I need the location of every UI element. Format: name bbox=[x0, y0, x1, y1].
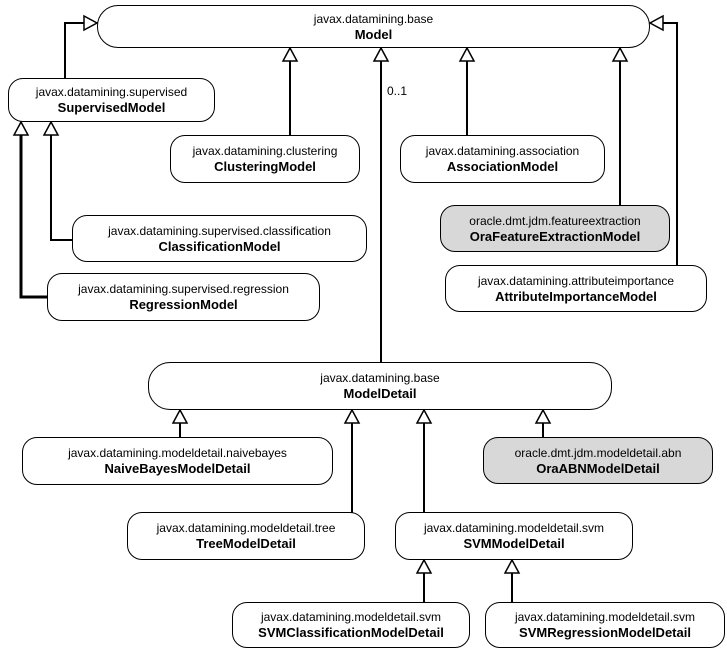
class-name-label: SVMRegressionModelDetail bbox=[519, 625, 691, 640]
class-node-orafeatureextractionmodel: oracle.dmt.jdm.featureextraction OraFeat… bbox=[440, 205, 670, 252]
package-label: javax.datamining.clustering bbox=[192, 144, 338, 158]
class-name-label: Model bbox=[354, 26, 393, 42]
edge-supervisedmodel-extends-model bbox=[64, 14, 99, 80]
class-name-label: SVMClassificationModelDetail bbox=[258, 625, 444, 640]
edge-svmmodeldetail-extends-modeldetail bbox=[415, 408, 433, 516]
class-name-label: NaiveBayesModelDetail bbox=[104, 461, 251, 476]
class-name-label: ModelDetail bbox=[343, 386, 417, 401]
class-node-classificationmodel: javax.datamining.supervised.classificati… bbox=[72, 215, 367, 262]
package-label: javax.datamining.supervised.regression bbox=[78, 282, 289, 296]
multiplicity-label: 0..1 bbox=[386, 84, 409, 98]
class-name-label: TreeModelDetail bbox=[196, 536, 296, 551]
class-node-clusteringmodel: javax.datamining.clustering ClusteringMo… bbox=[170, 135, 360, 183]
package-label: javax.datamining.base bbox=[320, 371, 440, 385]
class-name-label: RegressionModel bbox=[129, 297, 238, 312]
edge-clusteringmodel-extends-model bbox=[281, 46, 299, 140]
class-name-label: ClusteringModel bbox=[214, 159, 316, 174]
package-label: oracle.dmt.jdm.modeldetail.abn bbox=[514, 445, 682, 460]
class-node-model: javax.datamining.base Model bbox=[97, 5, 650, 48]
package-label: javax.datamining.base bbox=[313, 11, 434, 26]
class-node-attributeimportancemodel: javax.datamining.attributeimportance Att… bbox=[445, 265, 707, 312]
package-label: oracle.dmt.jdm.featureextraction bbox=[469, 213, 641, 228]
class-node-supervisedmodel: javax.datamining.supervised SupervisedMo… bbox=[8, 78, 215, 122]
class-node-regressionmodel: javax.datamining.supervised.regression R… bbox=[47, 273, 320, 321]
package-label: javax.datamining.modeldetail.svm bbox=[260, 610, 442, 624]
package-label: javax.datamining.association bbox=[425, 144, 580, 158]
class-node-svmregressionmodeldetail: javax.datamining.modeldetail.svm SVMRegr… bbox=[485, 602, 725, 648]
edge-svmclassificationmodeldetail-extends-svmmodeldetail bbox=[415, 558, 433, 606]
edge-associationmodel-extends-model bbox=[458, 46, 476, 140]
edge-regressionmodel-extends-supervisedmodel bbox=[12, 120, 51, 299]
class-node-associationmodel: javax.datamining.association Association… bbox=[400, 135, 605, 183]
class-name-label: SVMModelDetail bbox=[463, 536, 565, 551]
class-node-svmclassificationmodeldetail: javax.datamining.modeldetail.svm SVMClas… bbox=[232, 602, 470, 648]
class-node-treemodeldetail: javax.datamining.modeldetail.tree TreeMo… bbox=[127, 512, 365, 560]
class-node-naivebayesmodeldetail: javax.datamining.modeldetail.naivebayes … bbox=[22, 437, 333, 485]
package-label: javax.datamining.modeldetail.svm bbox=[423, 521, 605, 535]
edge-orafeatureextractionmodel-extends-model bbox=[611, 46, 629, 210]
class-name-label: AttributeImportanceModel bbox=[495, 288, 657, 304]
class-node-oraabnmodeldetail: oracle.dmt.jdm.modeldetail.abn OraABNMod… bbox=[483, 437, 713, 484]
class-node-svmmodeldetail: javax.datamining.modeldetail.svm SVMMode… bbox=[395, 512, 633, 560]
class-node-modeldetail: javax.datamining.base ModelDetail bbox=[148, 362, 612, 410]
package-label: javax.datamining.supervised.classificati… bbox=[108, 223, 331, 238]
class-name-label: OraFeatureExtractionModel bbox=[469, 228, 641, 244]
package-label: javax.datamining.modeldetail.naivebayes bbox=[68, 446, 287, 460]
package-label: javax.datamining.attributeimportance bbox=[477, 273, 675, 288]
edge-treemodeldetail-extends-modeldetail bbox=[343, 408, 361, 516]
package-label: javax.datamining.modeldetail.svm bbox=[514, 610, 696, 624]
class-name-label: ClassificationModel bbox=[158, 238, 281, 254]
class-name-label: AssociationModel bbox=[446, 159, 559, 174]
class-name-label: OraABNModelDetail bbox=[536, 460, 660, 476]
package-label: javax.datamining.modeldetail.tree bbox=[156, 521, 336, 535]
class-name-label: SupervisedModel bbox=[57, 100, 166, 115]
package-label: javax.datamining.supervised bbox=[35, 85, 188, 99]
edge-classificationmodel-extends-supervisedmodel bbox=[42, 120, 76, 241]
edge-svmregressionmodeldetail-extends-svmmodeldetail bbox=[503, 558, 521, 606]
